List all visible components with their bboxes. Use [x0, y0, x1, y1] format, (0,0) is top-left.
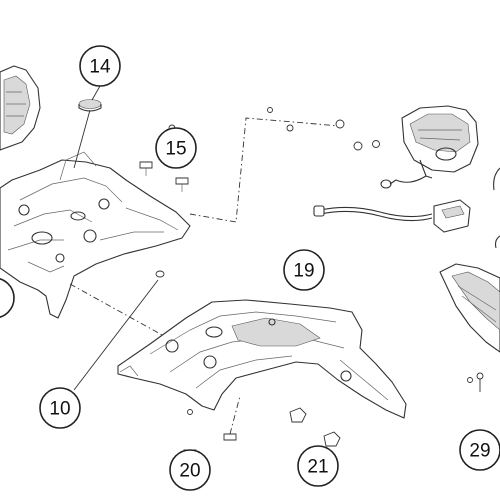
nuts-part-21	[289, 407, 341, 447]
callout-label-29: 29	[469, 441, 490, 462]
assembly-line-top	[189, 117, 341, 223]
callout-label-21: 21	[307, 457, 328, 478]
small-fasteners-top	[267, 107, 380, 151]
callout-label-19: 19	[293, 261, 314, 282]
callout-29: 29	[459, 429, 500, 471]
fastener-part-10	[73, 270, 165, 391]
callout-label-14: 14	[89, 57, 111, 78]
callout-partial-left	[0, 278, 15, 318]
callout-21: 21	[297, 445, 339, 487]
callout-label-10: 10	[49, 399, 70, 420]
assembly-line-middle	[69, 283, 165, 337]
rear-bracket-left	[0, 151, 191, 319]
license-plate-bracket-part	[117, 299, 407, 419]
screws-part-15	[139, 124, 189, 192]
callout-19: 19	[283, 249, 325, 291]
callout-14: 14	[79, 45, 121, 101]
callout-10: 10	[39, 387, 81, 429]
tail-light-part	[380, 105, 479, 189]
top-left-cover-part	[0, 65, 41, 151]
callout-label-20: 20	[179, 461, 200, 482]
callout-15: 15	[155, 127, 197, 169]
wire-harness-part	[313, 199, 471, 233]
right-edge-partial-parts	[493, 167, 500, 249]
reflector-bracket-right	[439, 263, 500, 392]
grommet-part	[73, 99, 102, 169]
callout-20: 20	[169, 449, 211, 491]
callout-label-15: 15	[165, 139, 186, 160]
